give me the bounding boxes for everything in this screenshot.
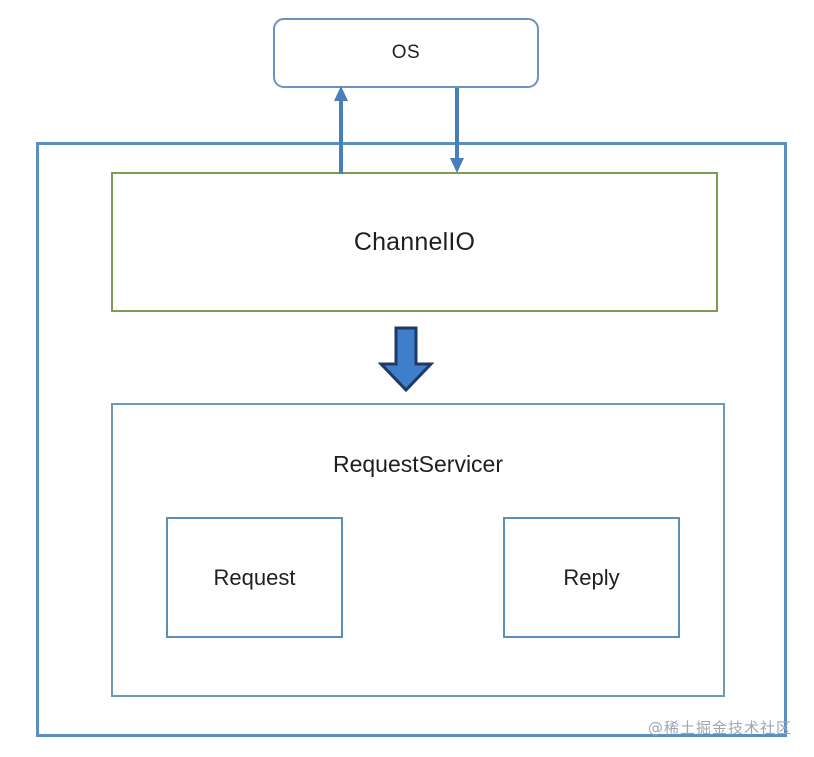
- reply-box: Reply: [503, 517, 680, 638]
- watermark-text: @稀土掘金技术社区: [647, 719, 792, 737]
- request-box: Request: [166, 517, 343, 638]
- reply-label: Reply: [563, 564, 620, 590]
- os-box: OS: [273, 18, 539, 88]
- channelio-label: ChannelIO: [353, 227, 476, 256]
- request-label: Request: [213, 564, 296, 590]
- channelio-box: ChannelIO: [111, 172, 718, 312]
- os-label: OS: [391, 42, 421, 63]
- request-servicer-label: RequestServicer: [332, 451, 504, 477]
- channelio-to-servicer-block-arrow: [378, 326, 434, 392]
